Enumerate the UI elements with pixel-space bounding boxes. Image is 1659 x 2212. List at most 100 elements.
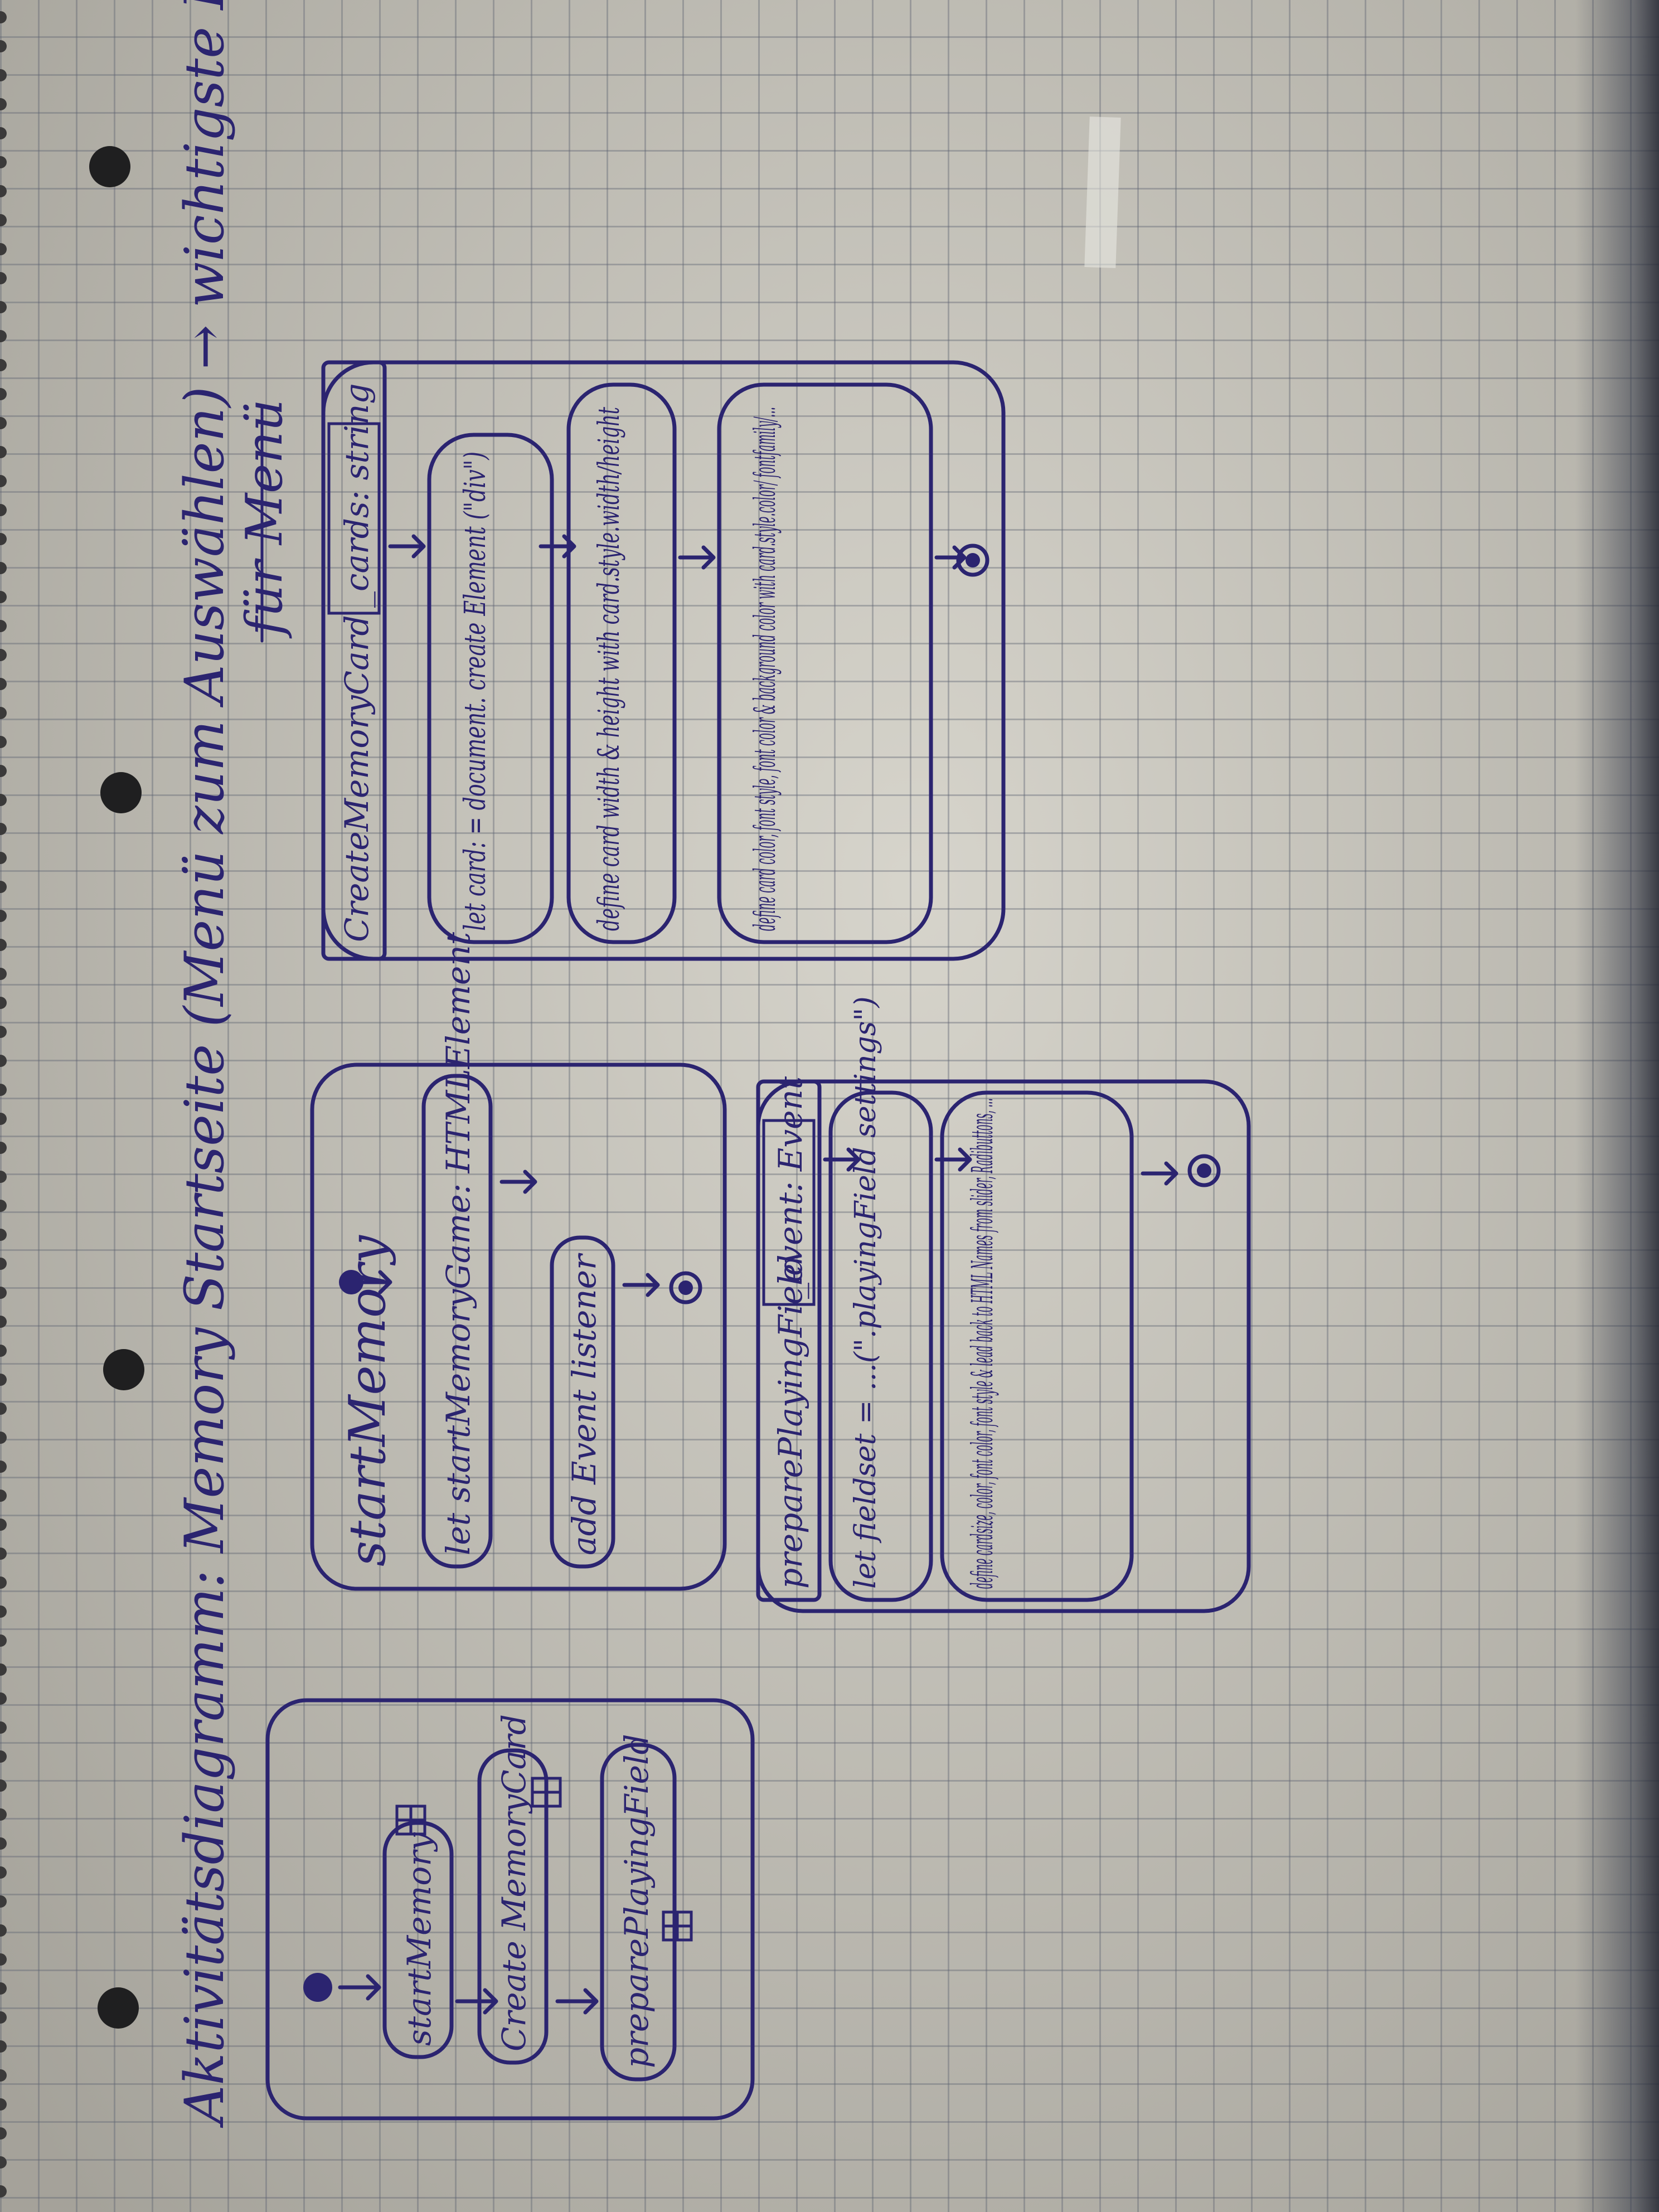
initial-node [339,1270,363,1294]
spiral-hole [0,1605,7,1618]
spiral-hole [0,301,7,313]
spiral-hole [0,2040,7,2053]
spiral-hole [0,1548,7,1560]
spiral-hole [0,1953,7,1966]
overview-action-label-3: preparePlayingField [618,1734,656,2068]
spiral-hole [0,214,7,226]
creatememorycard-param-box [327,422,381,615]
startmemory-action-1 [421,1074,493,1569]
overview-action-startmemory [382,1821,454,2059]
spiral-hole [0,533,7,545]
spiral-hole [0,1403,7,1415]
spiral-hole [0,1171,7,1183]
spiral-hole [0,794,7,806]
creatememorycard-header-box [321,360,387,961]
spiral-hole [0,1287,7,1299]
prepareplayingfield-action-1-label: let fieldset = ...(".playingField settin… [849,996,882,1589]
overview-arrow-1 [338,1974,381,2001]
spiral-hole [0,127,7,139]
spiral-hole [0,1895,7,1908]
spiral-hole [0,1084,7,1096]
spiral-hole [0,417,7,429]
spiral-hole [0,1779,7,1792]
spiral-hole [0,562,7,574]
prepareplayingfield-header-box [756,1079,822,1602]
spiral-hole [0,1982,7,1995]
spiral-hole [0,1345,7,1357]
spiral-hole [0,1258,7,1270]
spiral-hole [0,1576,7,1589]
punch-hole-bottom [98,1987,139,2029]
spiral-hole [0,446,7,458]
spiral-hole [0,1316,7,1328]
spiral-hole [0,40,7,52]
final-node [669,1271,702,1304]
spiral-hole [0,1374,7,1386]
spiral-hole [0,69,7,81]
spiral-hole [0,591,7,603]
spiral-hole [0,359,7,371]
creatememorycard-arrow-0 [388,534,426,559]
spiral-hole [0,1634,7,1647]
spiral-hole [0,1229,7,1241]
spiral-hole [0,707,7,719]
creatememorycard-action-2 [566,382,677,944]
spiral-hole [0,504,7,516]
spiral-hole [0,185,7,197]
overview-action-label-2: Create MemoryCard [495,1714,533,2051]
spiral-hole [0,852,7,864]
creatememorycard-action-3-label: define card color, font style, font colo… [749,407,782,931]
spiral-hole [0,1113,7,1125]
spiral-hole [0,1519,7,1531]
prepareplayingfield-param: _event: Event [772,1076,809,1299]
creatememorycard-action-1 [427,433,554,944]
spiral-hole [0,1692,7,1705]
spiral-hole [0,765,7,777]
spiral-hole [0,2069,7,2082]
spiral-hole [0,678,7,690]
spiral-hole [0,1055,7,1067]
activity-startmemory: startMemory let startMemoryGame: HTMLEle… [310,932,727,1591]
creatememorycard-action-2-label: define card width & height with card.sty… [593,407,626,931]
spiral-hole [0,2156,7,2169]
prepareplayingfield-action-2 [940,1090,1134,1602]
title-line2: für Menü [235,399,294,639]
spiral-hole [0,1026,7,1038]
prepareplayingfield-action-1 [828,1090,933,1602]
final-node [1187,1154,1221,1187]
spiral-hole [0,620,7,632]
punch-hole-upper-mid [100,772,142,813]
creatememorycard-action-3 [717,382,933,944]
startmemory-arrow-0 [355,1270,392,1294]
spiral-hole [0,388,7,400]
spiral-hole [0,1142,7,1154]
overview-diagram: startMemory Create MemoryCard preparePla… [265,1698,755,2121]
spiral-hole [0,11,7,23]
spiral-hole [0,1924,7,1937]
creatememorycard-param: _cards: string [338,384,376,608]
spiral-hole [0,98,7,110]
spiral-hole [0,1490,7,1502]
spiral-hole [0,1750,7,1763]
punch-hole-lower-mid [103,1349,144,1390]
spiral-hole [0,939,7,951]
overview-action-label-1: startMemory [400,1832,438,2046]
spiral-hole [0,243,7,255]
spiral-hole [0,330,7,342]
startmemory-arrow-2 [622,1273,660,1297]
spiral-hole [0,910,7,922]
diagram-title: Aktivitätsdiagramm: Memory Startseite (M… [173,0,294,2128]
spiral-hole [0,649,7,661]
spiral-hole [0,881,7,893]
overview-action-creatememorycard [477,1748,549,2065]
creatememorycard-action-1-label: let card: = document. create Element ("d… [459,452,492,931]
spiral-hole [0,1200,7,1212]
spiral-hole [0,968,7,980]
spiral-hole [0,823,7,835]
spiral-hole [0,1837,7,1850]
prepareplayingfield-param-box [762,1119,816,1306]
creatememorycard-arrow-2 [678,545,716,570]
spiral-hole [0,2185,7,2198]
page-edge-shadow [1575,0,1659,2212]
startmemory-action-2-label: add Event listener [565,1253,603,1555]
